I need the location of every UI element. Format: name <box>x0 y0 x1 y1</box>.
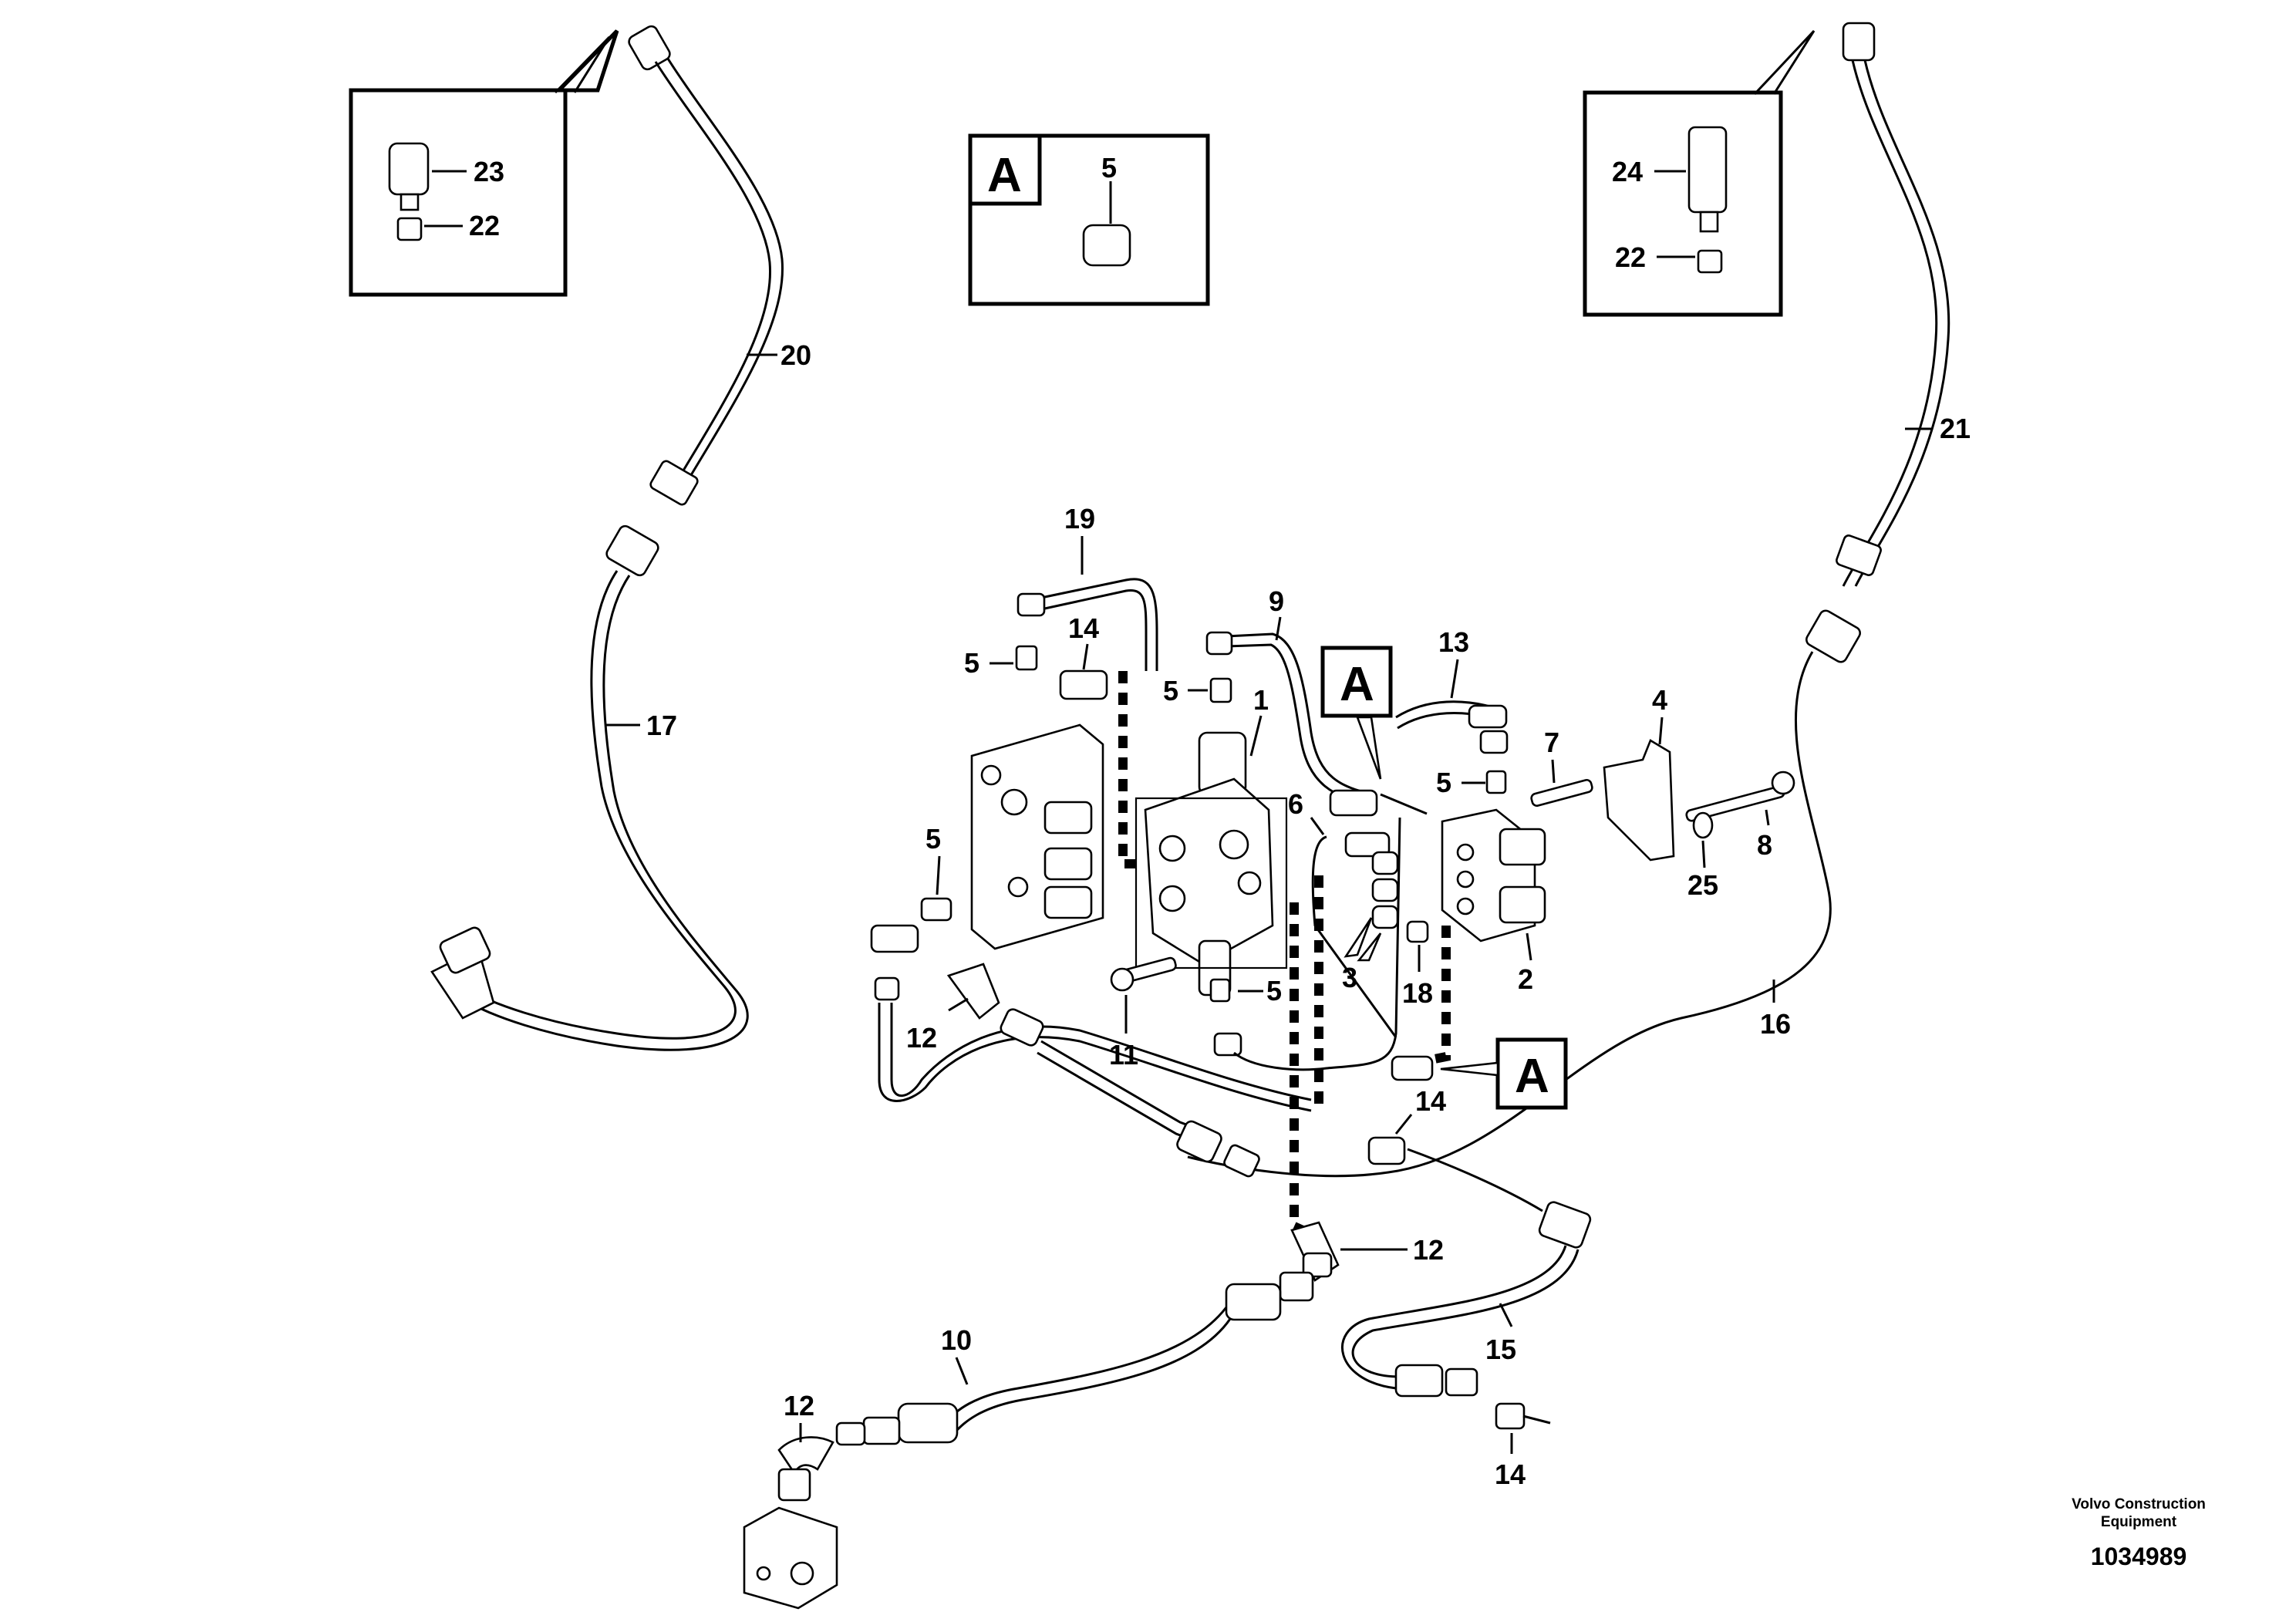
callout-1: 1 <box>1253 684 1269 716</box>
callout-14b: 14 <box>1415 1085 1446 1117</box>
callout-16: 16 <box>1760 1008 1791 1040</box>
callout-24: 24 <box>1612 156 1643 187</box>
callout-22: 22 <box>469 210 500 241</box>
callout-2: 2 <box>1518 963 1533 995</box>
callout-7: 7 <box>1544 727 1559 758</box>
detail-box-left: 23 22 <box>349 29 619 297</box>
view-marker-a-upper: A <box>1320 646 1393 780</box>
callout-15: 15 <box>1485 1334 1516 1365</box>
callout-18: 18 <box>1402 977 1433 1009</box>
callout-8: 8 <box>1757 829 1772 861</box>
callout-5a: 5 <box>964 647 979 679</box>
pressure-switch-23 <box>388 142 430 196</box>
nipple-5 <box>1082 224 1131 267</box>
hose-13: 13 5 <box>1395 626 1509 798</box>
callout-12c: 12 <box>784 1390 814 1421</box>
callout-5d: 5 <box>1266 975 1282 1007</box>
hose-lower-center: 5 <box>1209 817 1401 1071</box>
view-marker-a-lower: A <box>1391 1037 1568 1110</box>
hose-10: 10 <box>835 1271 1314 1446</box>
callout-20: 20 <box>781 339 811 371</box>
adapter-neck <box>400 193 420 211</box>
adapter-neck <box>1699 211 1719 233</box>
callout-5b: 5 <box>1163 675 1178 706</box>
callout-14a: 14 <box>1068 612 1099 644</box>
elbow-12-bottom: 12 <box>743 1390 838 1610</box>
nipple-22 <box>396 217 423 241</box>
callout-12b: 12 <box>1413 1234 1444 1266</box>
hose-9: 9 5 <box>1163 585 1428 817</box>
brand-label: Volvo Construction Equipment <box>2023 1496 2254 1531</box>
view-marker-a-letter: A <box>1340 658 1374 711</box>
dashed-pipes <box>1118 671 1451 1239</box>
callout-25: 25 <box>1687 869 1718 901</box>
callout-14c: 14 <box>1495 1458 1526 1490</box>
hose-19: 19 5 <box>964 503 1158 679</box>
callout-21: 21 <box>1940 413 1971 444</box>
valve-block-2: 2 <box>1441 808 1546 995</box>
callout-5: 5 <box>1101 152 1117 184</box>
main-valve-1: 1 <box>1135 684 1288 996</box>
elbow-12-left: 12 <box>906 963 1212 1147</box>
callout-19: 19 <box>1064 503 1095 534</box>
elbow-12-center: 12 <box>1290 1221 1444 1282</box>
fitting-14-center: 14 <box>1176 1085 1543 1212</box>
bracket-4: 4 <box>1603 684 1675 862</box>
manifold-block-left <box>970 723 1104 950</box>
brand-line-1: Volvo Construction <box>2072 1496 2206 1512</box>
detail-box-right: 24 22 <box>1583 29 1816 317</box>
callout-9: 9 <box>1269 585 1284 617</box>
fitting-18: 18 <box>1402 920 1433 1009</box>
fitting-14-upper: 14 <box>1059 612 1108 700</box>
callout-6: 6 <box>1288 788 1303 820</box>
callout-3: 3 <box>1342 962 1357 993</box>
callout-23: 23 <box>474 156 504 187</box>
view-marker-a-letter: A <box>1515 1050 1549 1103</box>
nipple-22 <box>1697 249 1723 274</box>
callout-4: 4 <box>1652 684 1667 716</box>
bolt-8-washer-25: 8 25 <box>1685 771 1795 901</box>
view-letter-a: A <box>987 149 1022 202</box>
hose-15: 15 14 <box>1341 1201 1592 1490</box>
callout-17: 17 <box>646 710 677 741</box>
callout-13: 13 <box>1438 626 1469 658</box>
hose-16-21: 21 16 <box>1187 22 1971 1178</box>
callout-22: 22 <box>1615 241 1646 273</box>
callout-5e: 5 <box>925 823 941 855</box>
screw-7: 7 <box>1530 727 1593 808</box>
nipples-3: 3 <box>1342 851 1399 993</box>
callout-5c: 5 <box>1436 767 1451 798</box>
reference-number: 1034989 <box>2090 1543 2187 1570</box>
detail-box-center: A 5 <box>968 133 1210 306</box>
hose-17-20: 20 17 <box>430 25 811 1051</box>
pressure-switch-24 <box>1687 126 1728 214</box>
callout-10: 10 <box>941 1324 972 1356</box>
brand-line-2: Equipment <box>2100 1514 2177 1530</box>
bolt-11: 11 <box>1109 956 1177 1071</box>
callout-12a: 12 <box>906 1022 937 1054</box>
